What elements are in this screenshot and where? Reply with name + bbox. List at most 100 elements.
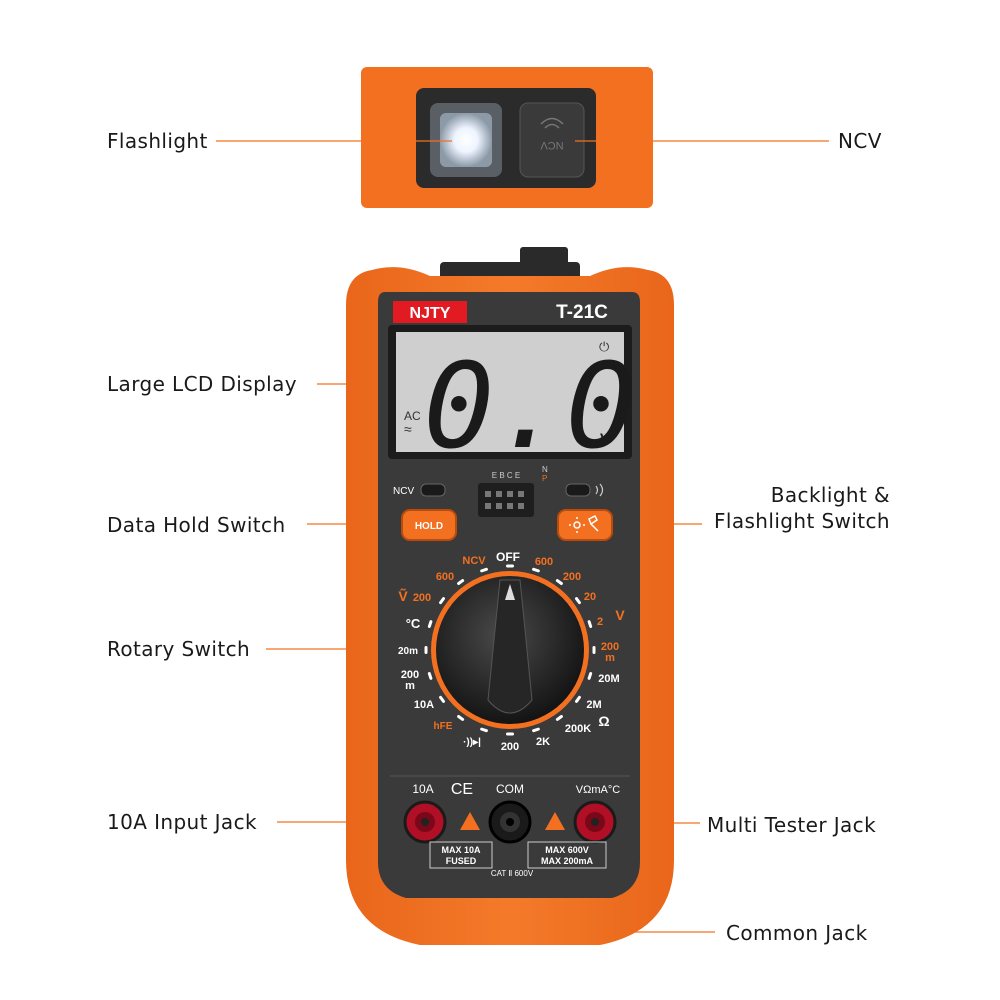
ncv-led-label: NCV <box>393 486 414 497</box>
lcd-screen <box>396 332 624 452</box>
socket-p: P <box>542 474 547 483</box>
dial-acv-symbol: Ṽ <box>398 587 408 604</box>
socket-labels: E B C E <box>492 471 520 480</box>
dial-tick <box>424 646 428 654</box>
jack-10a-label: 10A <box>412 782 433 796</box>
buzzer-wave-icon <box>595 483 604 497</box>
multimeter-body <box>346 247 674 945</box>
dial-ohm-2m: 2M <box>586 699 601 711</box>
lcd-reading: 0.0 <box>423 337 636 475</box>
dial-tick <box>574 597 581 605</box>
spec-10a-line2: FUSED <box>446 856 477 866</box>
ncv-indicator-led <box>420 483 446 497</box>
dial-ohm-2k: 2K <box>536 736 550 748</box>
callout-backlight-line1: Backlight & <box>770 483 890 507</box>
dial-off: OFF <box>496 550 520 564</box>
spec-600v-line1: MAX 600V <box>545 845 589 855</box>
dial-a-200: 200 <box>401 669 419 681</box>
hfe-socket-pins <box>485 491 524 509</box>
dial-tick <box>439 695 446 703</box>
dial-ohm-200k: 200K <box>565 723 591 735</box>
model-text: T-21C <box>556 302 608 323</box>
dial-a-200-unit: m <box>405 680 415 692</box>
callout-backlight-line2: Flashlight Switch <box>713 509 890 533</box>
dial-dcv-2: 2 <box>597 616 603 628</box>
dial-a-20m: 20m <box>398 646 418 657</box>
dial-ohm-symbol: Ω <box>598 713 609 729</box>
jack-vomega-center <box>591 818 599 826</box>
hfe-socket <box>478 483 534 517</box>
callout-flashlight: Flashlight <box>107 129 208 153</box>
callout-common-jack: Common Jack <box>726 921 868 945</box>
callout-multi-jack: Multi Tester Jack <box>707 813 877 837</box>
hold-button-label: HOLD <box>415 521 443 532</box>
dial-tick <box>587 672 593 680</box>
jack-labels: 10A CE COM VΩmA°C MAX 10A FUSED MAX 600V… <box>412 781 620 878</box>
lcd-mode-symbol: ≈ <box>404 421 412 437</box>
dial-tick <box>457 714 465 721</box>
jack-10a-center <box>421 818 429 826</box>
dial-tick <box>532 567 540 573</box>
dial-tick <box>480 567 488 573</box>
sun-flashlight-icon <box>569 514 599 533</box>
dial-pointer-icon <box>505 584 515 600</box>
cat-rating: CAT Ⅱ 600V <box>491 869 534 878</box>
dial-diode-icon: ·))▸| <box>463 737 481 748</box>
top-inset: NCV <box>361 67 653 208</box>
jack-com-label: COM <box>496 782 524 796</box>
dial-ohm-200: 200 <box>501 741 519 753</box>
callout-10a-input: 10A Input Jack <box>107 810 257 834</box>
dial-position-ticks <box>424 564 596 736</box>
dial-tick <box>587 620 593 628</box>
dial-tick <box>506 564 514 568</box>
spec-600v-line2: MAX 200mA <box>541 856 594 866</box>
dial-dcv-20: 20 <box>584 591 596 603</box>
hold-button[interactable] <box>401 509 457 541</box>
lcd-unit: V <box>600 430 610 446</box>
ncv-sensor-text: NCV <box>540 139 564 151</box>
warning-triangle-icon-left <box>460 812 480 830</box>
dial-tick <box>555 714 563 721</box>
dial-dcv-200m: 200 <box>601 641 619 653</box>
callout-backlight: Backlight & Flashlight Switch <box>700 482 890 534</box>
dial-ncv: NCV <box>462 555 486 567</box>
dial-labels: OFF NCV 600 200 Ṽ 600 200 20 2 V 200 m 2… <box>398 550 625 753</box>
spec-10a-line1: MAX 10A <box>441 845 481 855</box>
spec-box-10a <box>429 841 493 869</box>
dial-hfe: hFE <box>434 721 453 732</box>
dial-tick <box>457 579 465 586</box>
spec-box-600v <box>527 841 607 869</box>
dial-dcv-symbol: V <box>615 607 625 623</box>
dial-tick <box>592 646 596 654</box>
dial-dcv-200: 200 <box>563 571 581 583</box>
dial-acv-200: 200 <box>413 592 431 604</box>
flashlight-icon <box>440 113 492 167</box>
jack-com-center <box>506 818 514 826</box>
dial-knob-grip[interactable] <box>487 579 533 714</box>
jack-vomega-label: VΩmA°C <box>576 784 620 796</box>
dial-tick <box>506 732 514 736</box>
dial-tick <box>555 579 563 586</box>
callout-lcd: Large LCD Display <box>107 372 298 396</box>
callout-hold-switch: Data Hold Switch <box>107 513 286 537</box>
dial-10a: 10A <box>414 699 434 711</box>
dial-acv-600: 600 <box>436 571 454 583</box>
dial-ohm-20m: 20M <box>598 673 619 685</box>
dial-tick <box>480 727 488 733</box>
dial-celsius: °C <box>406 616 421 631</box>
dial-tick <box>427 620 433 628</box>
ncv-wave-icon <box>540 117 564 129</box>
ncv-sensor <box>519 102 585 178</box>
lcd-power-icon: ⏻ <box>599 339 609 354</box>
warning-triangle-icon-right <box>545 812 565 830</box>
brand-text: NJTY <box>410 305 451 322</box>
buzzer-indicator-led <box>565 483 591 497</box>
dial-dcv-600: 600 <box>535 556 553 568</box>
dial-tick <box>439 597 446 605</box>
callout-ncv: NCV <box>838 129 882 153</box>
brand-plate <box>393 301 467 323</box>
dial-dcv-200m-unit: m <box>605 652 615 664</box>
dial-tick <box>427 672 433 680</box>
